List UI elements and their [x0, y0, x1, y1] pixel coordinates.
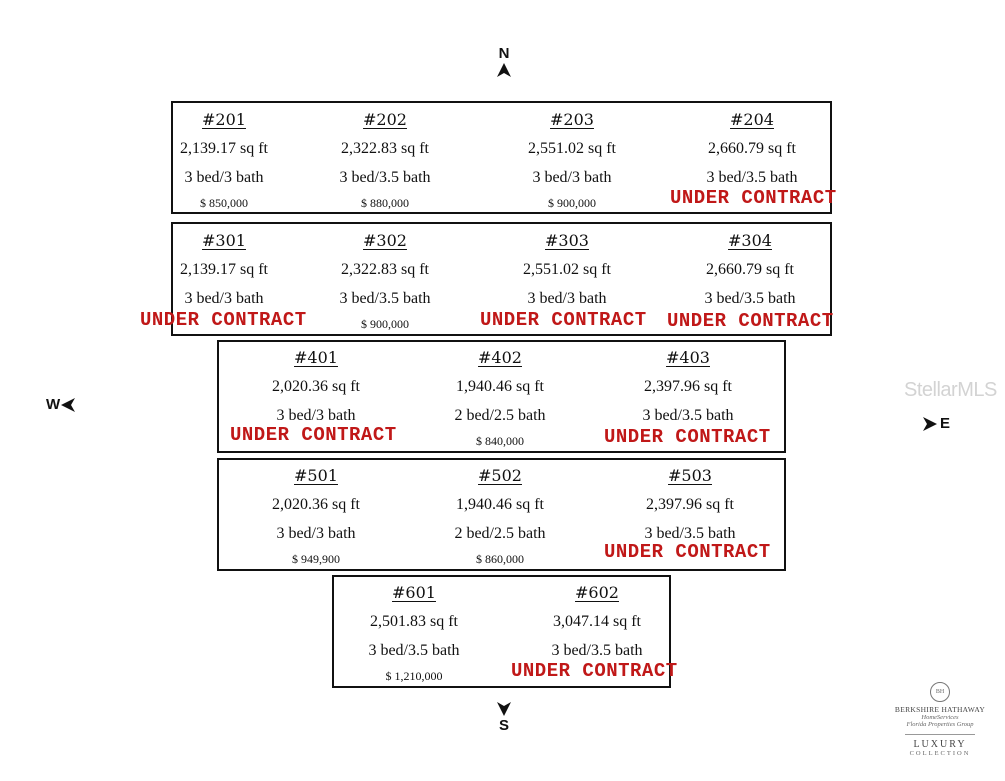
- south-arrow-icon: [497, 702, 511, 716]
- unit-price: $ 860,000: [476, 552, 524, 566]
- unit-number: #402: [478, 348, 522, 367]
- status-under-contract-403: UNDER CONTRACT: [604, 426, 771, 448]
- west-arrow-icon: [61, 397, 76, 412]
- unit-sqft: 2,020.36 sq ft: [272, 378, 360, 395]
- compass-east: E: [922, 415, 950, 432]
- unit-sqft: 2,322.83 sq ft: [341, 261, 429, 278]
- unit-beds: 3 bed/3.5 bath: [551, 642, 643, 659]
- unit-beds: 3 bed/3.5 bath: [706, 169, 798, 186]
- unit-sqft: 2,397.96 sq ft: [644, 378, 732, 395]
- unit-beds: 3 bed/3 bath: [184, 169, 264, 186]
- north-arrow-icon: [497, 63, 511, 77]
- east-arrow-icon: [923, 416, 937, 431]
- unit-beds: 3 bed/3.5 bath: [339, 169, 431, 186]
- unit-sqft: 1,940.46 sq ft: [456, 378, 544, 395]
- unit-price: $ 949,900: [292, 552, 340, 566]
- floor-3: [171, 222, 832, 336]
- unit-sqft: 2,660.79 sq ft: [708, 140, 796, 157]
- brand-line-4: LUXURY: [913, 739, 967, 750]
- unit-number: #201: [202, 110, 246, 129]
- unit-sqft: 2,139.17 sq ft: [180, 140, 268, 157]
- north-label: N: [498, 45, 510, 62]
- seal-icon: BH: [930, 682, 950, 702]
- unit-price: $ 1,210,000: [385, 669, 443, 683]
- unit-price: $ 900,000: [548, 196, 596, 210]
- compass-west: W: [46, 396, 76, 413]
- status-under-contract-304: UNDER CONTRACT: [667, 310, 834, 332]
- unit-number: #602: [575, 583, 619, 602]
- floor-2: [171, 101, 832, 214]
- unit-number: #503: [668, 466, 712, 485]
- unit-beds: 2 bed/2.5 bath: [454, 525, 546, 542]
- unit-price: $ 900,000: [361, 317, 409, 331]
- unit-number: #502: [478, 466, 522, 485]
- unit-number: #601: [392, 583, 436, 602]
- unit-beds: 3 bed/3.5 bath: [339, 290, 431, 307]
- floor-4: [217, 340, 786, 453]
- unit-sqft: 2,660.79 sq ft: [706, 261, 794, 278]
- unit-beds: 3 bed/3 bath: [532, 169, 612, 186]
- unit-beds: 2 bed/2.5 bath: [454, 407, 546, 424]
- unit-number: #304: [728, 231, 772, 250]
- brand-line-1: BERKSHIRE HATHAWAY: [894, 705, 986, 714]
- unit-number: #302: [363, 231, 407, 250]
- brand-line-5: COLLECTION: [909, 750, 971, 757]
- unit-number: #401: [294, 348, 338, 367]
- unit-sqft: 2,551.02 sq ft: [523, 261, 611, 278]
- unit-price: $ 850,000: [200, 196, 248, 210]
- unit-sqft: 2,322.83 sq ft: [341, 140, 429, 157]
- floor-6: [332, 575, 671, 688]
- unit-sqft: 3,047.14 sq ft: [553, 613, 641, 630]
- unit-beds: 3 bed/3.5 bath: [642, 407, 734, 424]
- unit-number: #403: [666, 348, 710, 367]
- unit-sqft: 2,501.83 sq ft: [370, 613, 458, 630]
- floor-5: [217, 458, 786, 571]
- unit-beds: 3 bed/3 bath: [276, 525, 356, 542]
- unit-number: #202: [363, 110, 407, 129]
- unit-sqft: 2,551.02 sq ft: [528, 140, 616, 157]
- compass-north: N: [496, 45, 512, 78]
- east-label: E: [940, 415, 951, 432]
- brand-logo: BH BERKSHIRE HATHAWAY HomeServices Flori…: [880, 682, 1000, 757]
- west-label: W: [46, 396, 61, 413]
- unit-price: $ 880,000: [361, 196, 409, 210]
- unit-beds: 3 bed/3.5 bath: [368, 642, 460, 659]
- status-under-contract-303: UNDER CONTRACT: [480, 309, 647, 331]
- unit-number: #203: [550, 110, 594, 129]
- unit-price: $ 840,000: [476, 434, 524, 448]
- unit-beds: 3 bed/3 bath: [184, 290, 264, 307]
- status-under-contract-602: UNDER CONTRACT: [511, 660, 678, 682]
- unit-sqft: 2,397.96 sq ft: [646, 496, 734, 513]
- unit-sqft: 1,940.46 sq ft: [456, 496, 544, 513]
- unit-sqft: 2,139.17 sq ft: [180, 261, 268, 278]
- status-under-contract-204: UNDER CONTRACT: [670, 187, 837, 209]
- unit-beds: 3 bed/3.5 bath: [704, 290, 796, 307]
- status-under-contract-301: UNDER CONTRACT: [140, 309, 307, 331]
- unit-number: #303: [545, 231, 589, 250]
- unit-sqft: 2,020.36 sq ft: [272, 496, 360, 513]
- status-under-contract-503: UNDER CONTRACT: [604, 541, 771, 563]
- brand-line-2: HomeServices: [921, 714, 959, 721]
- compass-south: S: [496, 701, 512, 734]
- unit-number: #204: [730, 110, 774, 129]
- unit-beds: 3 bed/3 bath: [527, 290, 607, 307]
- unit-number: #501: [294, 466, 338, 485]
- status-under-contract-401: UNDER CONTRACT: [230, 424, 397, 446]
- brand-line-3: Florida Properties Group: [906, 721, 974, 728]
- unit-beds: 3 bed/3.5 bath: [644, 525, 736, 542]
- south-label: S: [498, 717, 509, 734]
- watermark: StellarMLS: [904, 379, 997, 401]
- unit-number: #301: [202, 231, 246, 250]
- unit-beds: 3 bed/3 bath: [276, 407, 356, 424]
- brand-divider: [905, 734, 975, 735]
